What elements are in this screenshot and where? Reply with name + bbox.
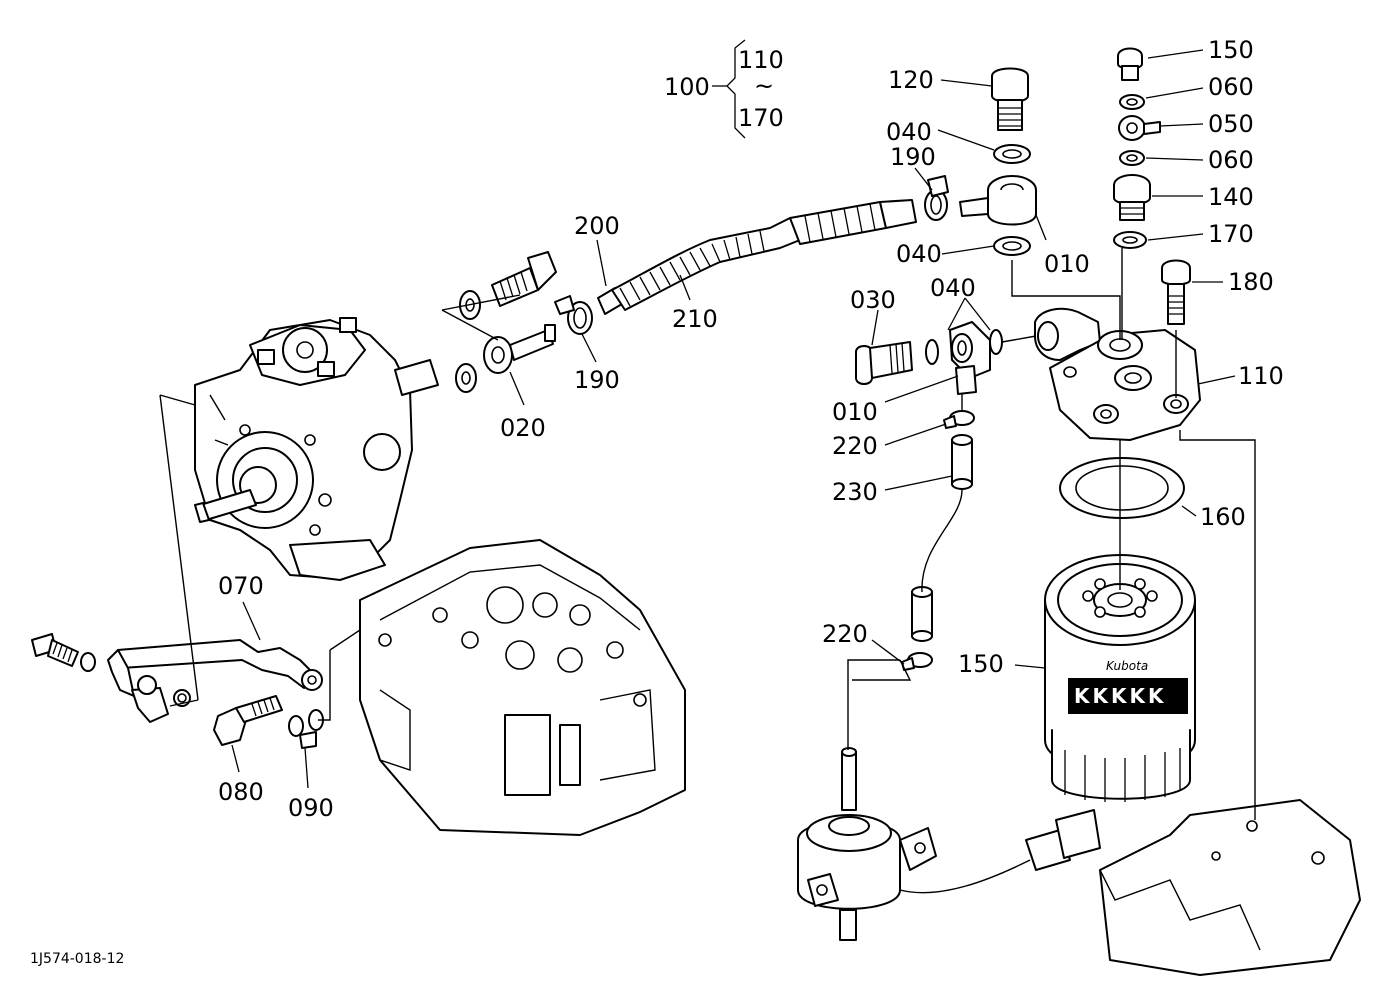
washer-040-left xyxy=(925,339,939,365)
clamp-220-upper xyxy=(943,410,975,429)
bolt-030 xyxy=(855,341,913,385)
callout-020: 020 xyxy=(500,414,546,442)
cylinder-head xyxy=(359,539,686,836)
washer-170 xyxy=(1113,231,1147,249)
callout-050: 050 xyxy=(1208,110,1254,138)
callout-040-mid: 040 xyxy=(896,240,942,268)
group-label-110: 110 xyxy=(738,46,784,74)
callout-190-lower: 190 xyxy=(574,366,620,394)
clamp-190-lower xyxy=(554,295,593,335)
callout-210: 210 xyxy=(672,305,718,333)
callout-200: 200 xyxy=(574,212,620,240)
bolt-120 xyxy=(991,67,1029,131)
callout-090: 090 xyxy=(288,794,334,822)
banjo-010-top xyxy=(959,175,1037,226)
callout-150: 150 xyxy=(958,650,1004,678)
banjo-020 xyxy=(455,324,556,393)
bolt-080 xyxy=(213,695,283,746)
callout-070: 070 xyxy=(218,572,264,600)
return-pipe-070 xyxy=(107,639,323,723)
callout-160: 160 xyxy=(1200,503,1246,531)
brand-logo: Kubota xyxy=(1106,659,1148,673)
callout-230: 230 xyxy=(832,478,878,506)
washer-040-mid xyxy=(993,236,1031,256)
callout-labels: 150 060 050 060 140 170 180 110 160 150 … xyxy=(218,36,1284,822)
callout-030: 030 xyxy=(850,286,896,314)
callout-120: 120 xyxy=(888,66,934,94)
washers-090 xyxy=(288,709,324,749)
filter-cartridge-150: KKKKK Kubota xyxy=(1044,554,1196,802)
clamp-220-lower xyxy=(901,652,933,671)
fuel-hose-210 xyxy=(597,199,917,315)
electric-fuel-pump xyxy=(797,747,1101,941)
group-label-170: 170 xyxy=(738,104,784,132)
callout-060-upper: 060 xyxy=(1208,73,1254,101)
callout-010-top: 010 xyxy=(1044,250,1090,278)
fitting-130 xyxy=(1113,174,1151,221)
engine-block-right xyxy=(1099,799,1361,976)
banjo-010-lower xyxy=(949,321,991,395)
injection-pump xyxy=(194,317,439,581)
callout-220-lower: 220 xyxy=(822,620,868,648)
callout-190-upper: 190 xyxy=(890,143,936,171)
callout-140: 150 xyxy=(1208,36,1254,64)
diagram-reference: 1J574-018-12 xyxy=(30,951,124,967)
callout-130: 140 xyxy=(1208,183,1254,211)
callout-080: 080 xyxy=(218,778,264,806)
callout-170: 170 xyxy=(1208,220,1254,248)
filter-head-110 xyxy=(1034,307,1201,441)
upper-hollow-bolt xyxy=(459,251,557,320)
callout-110: 110 xyxy=(1238,362,1284,390)
logo-stripes: KKKKK xyxy=(1074,684,1167,708)
callout-010-lower: 010 xyxy=(832,398,878,426)
hose-lower xyxy=(911,586,933,642)
group-label-tilde: ~ xyxy=(754,72,774,100)
group-bracket-100: 100 110 ~ 170 xyxy=(664,39,784,139)
callout-leaders xyxy=(231,49,1236,789)
washer-060-upper xyxy=(1119,94,1145,110)
group-label-100: 100 xyxy=(664,73,710,101)
callout-040-top: 040 xyxy=(886,118,932,146)
callout-040-lower: 040 xyxy=(930,274,976,302)
bolt-180 xyxy=(1161,259,1191,325)
clamp-190-upper xyxy=(924,175,949,221)
left-hollow-bolt xyxy=(31,633,96,672)
washer-040-top xyxy=(993,144,1031,164)
washer-040-right xyxy=(989,329,1003,355)
callout-180: 180 xyxy=(1228,268,1274,296)
callout-220-upper: 220 xyxy=(832,432,878,460)
leader-lines xyxy=(159,248,1256,820)
banjo-050 xyxy=(1118,115,1161,141)
bolt-140 xyxy=(1117,47,1143,81)
callout-060-lower: 060 xyxy=(1208,146,1254,174)
hose-230 xyxy=(951,434,973,490)
gasket-160 xyxy=(1059,457,1185,519)
washer-060-lower xyxy=(1119,150,1145,166)
